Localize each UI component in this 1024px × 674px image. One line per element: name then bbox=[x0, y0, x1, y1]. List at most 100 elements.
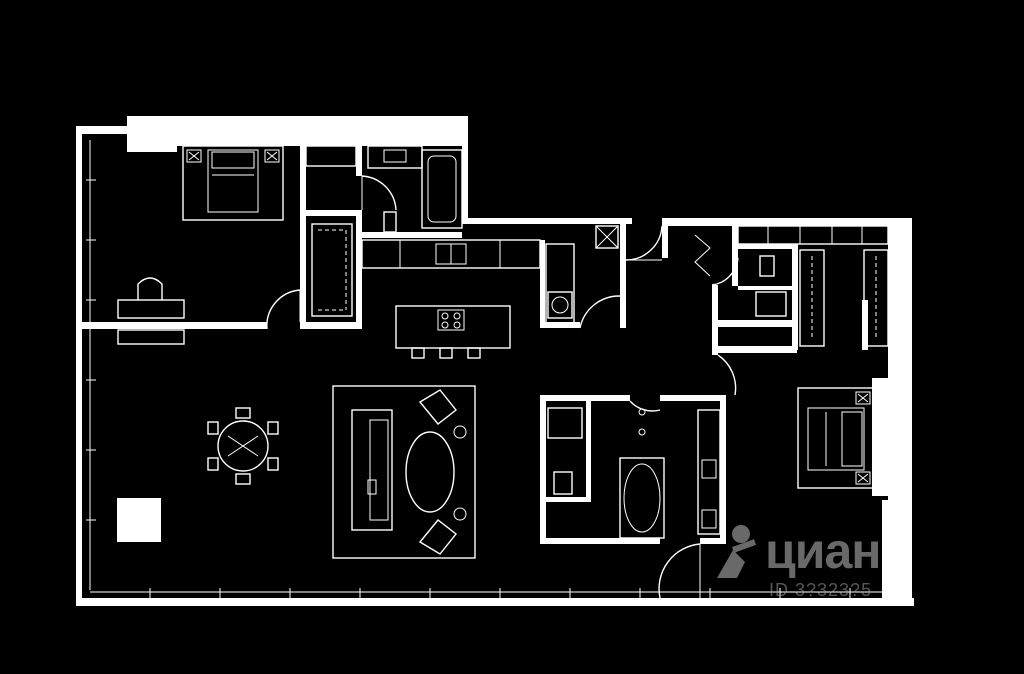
wall-wardrobe-bottom bbox=[300, 322, 362, 329]
closet-shelf bbox=[305, 145, 357, 167]
vanity-bench bbox=[117, 329, 185, 345]
closet-bifold-door bbox=[694, 234, 711, 277]
wall-right-lower bbox=[882, 500, 912, 598]
wall-mbath-top-left bbox=[540, 395, 630, 401]
wall-top-corner bbox=[76, 126, 130, 134]
kitchen-island bbox=[395, 305, 511, 349]
dining-chair bbox=[235, 473, 251, 485]
nightstand-lamp-icon bbox=[855, 471, 871, 485]
wall-wardrobe-top bbox=[306, 210, 362, 216]
wall-bath2-right bbox=[792, 244, 798, 350]
watermark-id: ID 3?323?5 bbox=[769, 580, 873, 600]
bedroom-2-furniture bbox=[797, 387, 875, 489]
nightstand-lamp-icon bbox=[855, 391, 871, 405]
wall-bath2-mid bbox=[738, 286, 792, 290]
cian-person-pin-icon bbox=[717, 525, 757, 578]
door-pantry bbox=[579, 295, 621, 329]
bathroom-1-fixtures bbox=[305, 145, 463, 233]
vanity-chair bbox=[137, 277, 163, 300]
door-mbath-bottom bbox=[658, 543, 701, 599]
wardrobe-1 bbox=[311, 223, 353, 317]
armchair bbox=[418, 389, 457, 425]
wall-left bbox=[76, 126, 82, 606]
wall-closet-bottom bbox=[712, 346, 797, 353]
door-bedroom1 bbox=[266, 289, 301, 330]
wall-mbath-bottom bbox=[540, 538, 660, 544]
bed-1 bbox=[182, 145, 284, 221]
hall-storage bbox=[737, 225, 889, 245]
closet-rail-left bbox=[799, 249, 825, 347]
dining-chair bbox=[267, 421, 279, 435]
structural-column bbox=[117, 498, 161, 542]
bed-2 bbox=[797, 387, 875, 489]
outer-walls bbox=[76, 116, 914, 606]
cooktop bbox=[437, 309, 465, 331]
armchair bbox=[418, 519, 457, 555]
washing-machine bbox=[547, 291, 573, 319]
pantry-shelf bbox=[545, 243, 575, 325]
wall-bath1-right bbox=[462, 116, 468, 224]
doors bbox=[266, 175, 739, 599]
wall-top-ledge bbox=[127, 146, 177, 152]
door-bedroom2 bbox=[717, 354, 737, 396]
wall-wc-right bbox=[586, 401, 591, 499]
sink-2 bbox=[755, 291, 787, 317]
sink-3 bbox=[547, 407, 583, 439]
wall-kitchen-top bbox=[462, 218, 632, 224]
wall-pantry-left bbox=[540, 240, 545, 328]
dining-chair bbox=[235, 407, 251, 419]
wall-bottom bbox=[76, 598, 914, 606]
kitchen-fixtures bbox=[361, 225, 619, 359]
wall-pantry-bottom bbox=[540, 322, 580, 328]
vanity-desk bbox=[117, 299, 185, 319]
double-vanity bbox=[697, 409, 721, 535]
nightstand-lamp-icon bbox=[264, 149, 280, 163]
wall-mbath-right bbox=[720, 395, 726, 543]
wall-bath2-top bbox=[732, 244, 792, 249]
toilet-1 bbox=[383, 211, 397, 233]
closet-rail-right bbox=[863, 249, 889, 347]
bathtub-1 bbox=[421, 149, 463, 229]
dining-table bbox=[217, 420, 269, 472]
wall-right-top bbox=[662, 218, 912, 226]
dining-area-furniture bbox=[117, 407, 279, 542]
bar-stool bbox=[439, 347, 453, 359]
dining-chair bbox=[207, 421, 219, 435]
door-mbath bbox=[629, 400, 661, 412]
bedroom-1-furniture bbox=[117, 145, 284, 345]
wall-bedroom1-bottom bbox=[82, 322, 267, 329]
wall-bath2-left bbox=[732, 226, 738, 286]
wall-wc-bottom bbox=[546, 497, 591, 502]
sofa bbox=[351, 409, 393, 531]
wall-mbath-bottom-right bbox=[700, 538, 726, 544]
toilet-3 bbox=[553, 471, 573, 495]
dining-chair bbox=[267, 457, 279, 471]
shaft bbox=[595, 225, 619, 249]
toilet-2 bbox=[759, 255, 775, 277]
wall-bedroom1-right bbox=[300, 146, 306, 329]
cian-watermark: циан ID 3?323?5 bbox=[705, 518, 915, 608]
wall-bath1-left bbox=[356, 146, 362, 176]
kitchen-counter bbox=[361, 239, 541, 269]
bar-stool bbox=[411, 347, 425, 359]
door-entry bbox=[625, 225, 663, 261]
bathroom-2-fixtures bbox=[737, 225, 889, 347]
dining-chair bbox=[207, 457, 219, 471]
wall-closet-right bbox=[862, 300, 868, 350]
wall-bath1-bottom bbox=[362, 232, 462, 238]
door-bath2 bbox=[711, 257, 739, 286]
wall-bedroom2-headboard bbox=[872, 378, 888, 496]
bathtub-2 bbox=[619, 457, 665, 539]
wall-mbath-left bbox=[540, 395, 546, 543]
interior-walls bbox=[82, 146, 888, 544]
living-rug bbox=[332, 385, 476, 559]
wall-wardrobe-right bbox=[356, 210, 362, 329]
living-room-furniture bbox=[332, 385, 476, 559]
wall-pantry-right bbox=[620, 224, 626, 328]
wall-laundry-bottom bbox=[712, 320, 797, 327]
watermark-brand: циан bbox=[765, 523, 881, 579]
wall-top-left bbox=[127, 116, 467, 146]
door-bath1 bbox=[361, 175, 397, 211]
shower-drain-icon bbox=[638, 408, 646, 416]
master-bathroom-fixtures bbox=[547, 407, 721, 539]
